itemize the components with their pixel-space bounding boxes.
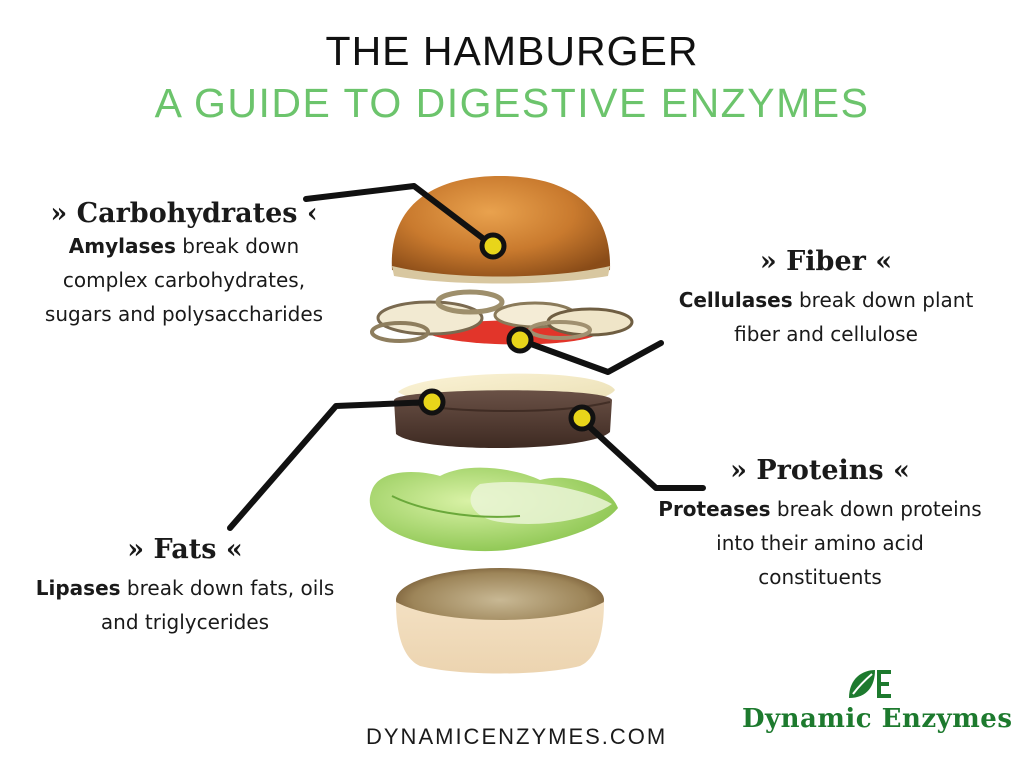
leaf-de-logo-icon (849, 670, 891, 698)
fats-desc-line2: and triglycerides (100, 610, 270, 634)
fiber-description: Cellulases break down plant fiber and ce… (656, 283, 996, 351)
fats-description: Lipases break down fats, oils and trigly… (10, 571, 360, 639)
fiber-label: » Fiber « Cellulases break down plant fi… (656, 246, 996, 351)
page-title: THE HAMBURGER (325, 28, 699, 74)
fats-enzyme: Lipases (35, 576, 121, 600)
fats-label: » Fats « Lipases break down fats, oils a… (10, 534, 360, 639)
fiber-marker-icon (506, 326, 534, 354)
fiber-desc-line1: break down plant (792, 288, 974, 312)
fats-heading: » Fats « (127, 534, 243, 565)
carbohydrates-desc-line2: complex carbohydrates, (62, 268, 306, 292)
proteins-desc-line3: constituents (758, 565, 882, 589)
page-subtitle: A GUIDE TO DIGESTIVE ENZYMES (154, 80, 870, 126)
proteins-enzyme: Proteases (658, 497, 771, 521)
carbohydrates-desc-line1: break down (175, 234, 300, 258)
carbohydrates-label: » Carbohydrates ‹ Amylases break down co… (14, 198, 354, 331)
proteins-label: » Proteins « Proteases break down protei… (634, 455, 1006, 594)
top-bun (391, 176, 611, 284)
proteins-heading: » Proteins « (730, 455, 910, 486)
fiber-connector (517, 337, 664, 375)
carbohydrates-marker-icon (479, 232, 507, 260)
proteins-marker-icon (568, 404, 596, 432)
fiber-heading: » Fiber « (759, 246, 893, 277)
carbohydrates-heading: » Carbohydrates ‹ (50, 198, 318, 229)
fiber-enzyme: Cellulases (678, 288, 793, 312)
fats-desc-line1: break down fats, oils (120, 576, 335, 600)
brand-name: Dynamic Enzymes (742, 704, 1013, 734)
proteins-desc-line1: break down proteins (770, 497, 982, 521)
fats-connector (227, 399, 435, 531)
lettuce-layer (369, 467, 618, 552)
onion-tomato-layer (370, 289, 634, 345)
fiber-desc-line2: fiber and cellulose (734, 322, 918, 346)
proteins-description: Proteases break down proteins into their… (634, 492, 1006, 594)
bottom-bun (396, 568, 604, 674)
fats-marker-icon (418, 388, 446, 416)
carbohydrates-enzyme: Amylases (68, 234, 176, 258)
marker-dots (418, 232, 596, 432)
carbohydrates-description: Amylases break down complex carbohydrate… (14, 229, 354, 331)
proteins-connector (579, 417, 706, 491)
website-url: DYNAMICENZYMES.COM (366, 724, 668, 749)
carbohydrates-desc-line3: sugars and polysaccharides (44, 302, 324, 326)
brand-logo: Dynamic Enzymes (742, 666, 1013, 734)
connector-lines (227, 183, 706, 531)
carbohydrates-connector (303, 183, 496, 249)
proteins-desc-line2: into their amino acid (716, 531, 924, 555)
